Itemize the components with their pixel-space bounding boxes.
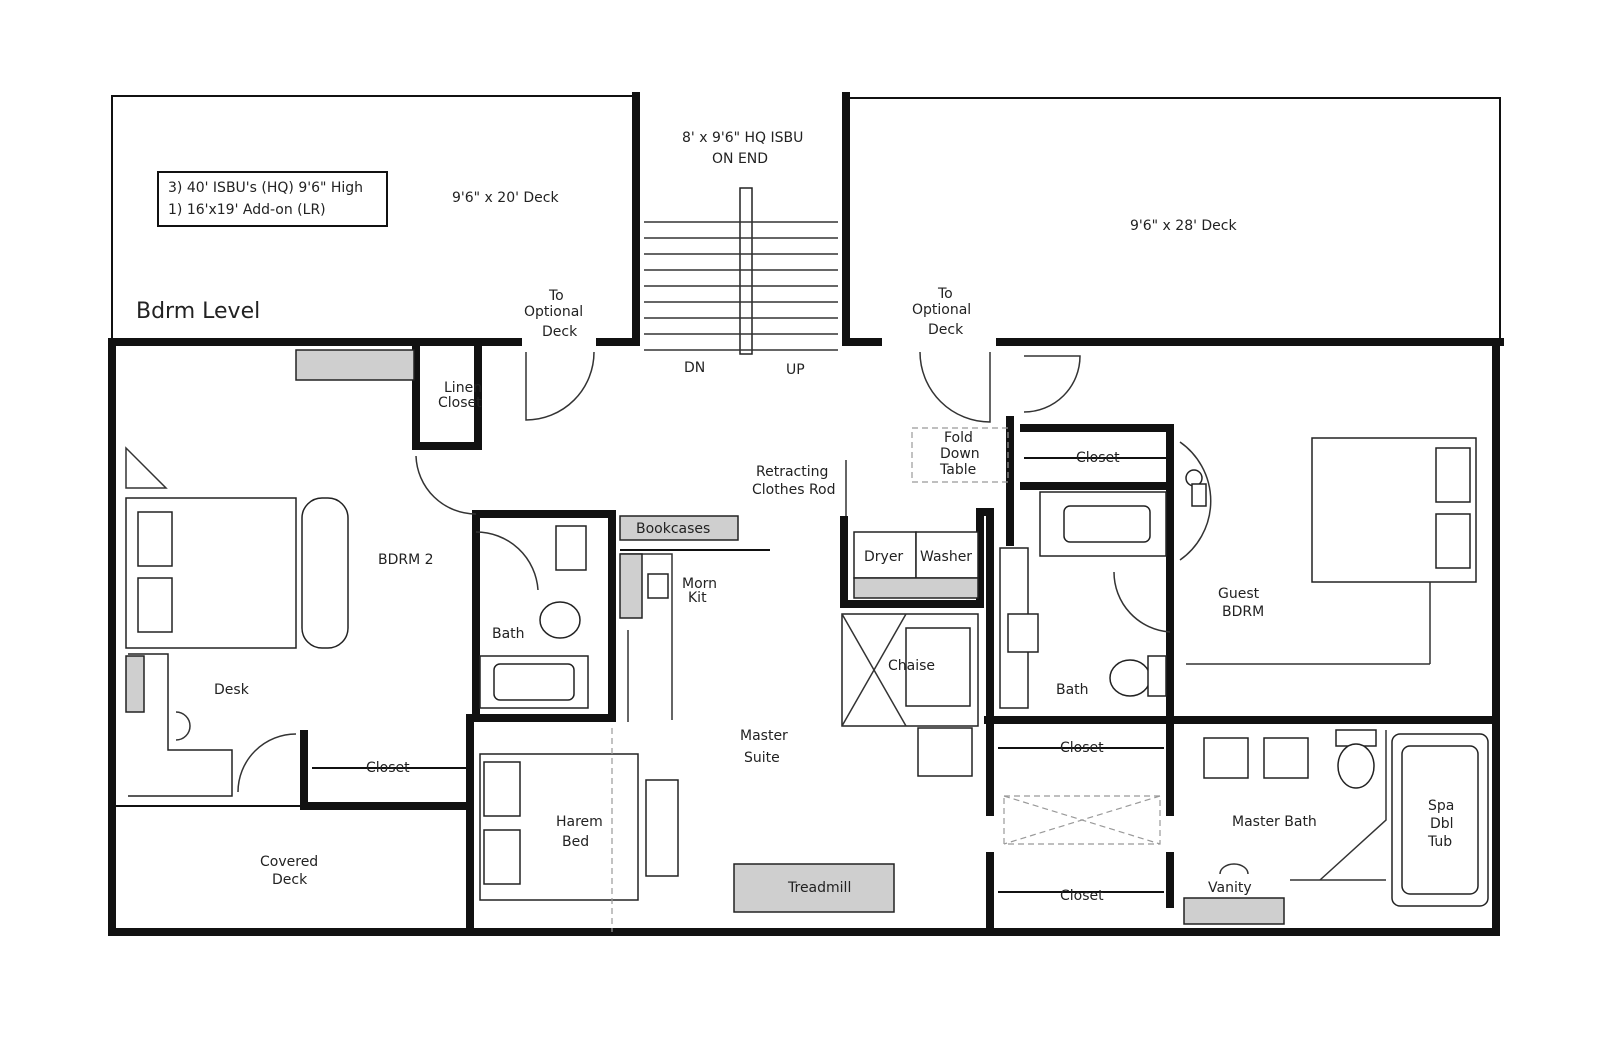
- retract-rod-1: Retracting: [756, 464, 828, 480]
- treadmill: [733, 863, 895, 913]
- bdrm2-closet-label: Closet: [366, 760, 410, 776]
- harem-nightstand: [645, 779, 679, 877]
- morn-kit-counter: [619, 553, 643, 619]
- washer-label: Washer: [920, 549, 972, 565]
- deck-right-label: 9'6" x 28' Deck: [1130, 218, 1237, 234]
- legend-line-2: 1) 16'x19' Add-on (LR): [168, 202, 326, 218]
- dryer-label: Dryer: [864, 549, 903, 565]
- chaise-label: Chaise: [888, 658, 935, 674]
- fold-table-3: Table: [939, 462, 976, 478]
- retract-rod-2: Clothes Rod: [752, 482, 836, 498]
- covered-deck-1: Covered: [260, 854, 318, 870]
- master-closet-label: Closet: [1060, 740, 1104, 756]
- bookcases: [619, 515, 739, 541]
- to-opt-deck-right-1: To: [937, 286, 953, 302]
- bdrm2-bench: [301, 497, 349, 649]
- left-sink: [555, 525, 587, 571]
- master-suite-1: Master: [740, 728, 788, 744]
- stair-treads: [644, 221, 838, 351]
- spa-tub-2: Dbl: [1430, 816, 1454, 832]
- desk-shelf: [125, 655, 145, 713]
- master-bath-label: Master Bath: [1232, 814, 1317, 830]
- harem-bed-1: Harem: [556, 814, 603, 830]
- spa-tub-3: Tub: [1427, 834, 1452, 850]
- deck-outlines: [111, 95, 1501, 342]
- fold-down-table: [911, 427, 1009, 483]
- to-opt-deck-right-2: Optional: [912, 302, 971, 318]
- guest-toilet: [1109, 659, 1151, 697]
- door-swings: [237, 351, 1212, 793]
- furniture: [125, 349, 1489, 932]
- morn-kit-1: Morn: [682, 576, 717, 592]
- stair-handrail: [739, 187, 753, 355]
- to-opt-deck-left-2: Optional: [524, 304, 583, 320]
- master-sink-left: [1203, 737, 1249, 779]
- guest-closet-label: Closet: [1076, 450, 1120, 466]
- stair-label-1: 8' x 9'6" HQ ISBU: [682, 130, 803, 146]
- stair-up: UP: [786, 362, 805, 378]
- closet-dashed: [1003, 795, 1161, 845]
- treadmill-label: Treadmill: [787, 880, 851, 896]
- covered-deck-2: Deck: [272, 872, 308, 888]
- left-bath-label: Bath: [492, 626, 525, 642]
- right-bath-label: Bath: [1056, 682, 1089, 698]
- bottom-closet-label: Closet: [1060, 888, 1104, 904]
- morn-kit-2: Kit: [688, 590, 707, 606]
- guest-bdrm-1: Guest: [1218, 586, 1260, 602]
- stair-dn: DN: [684, 360, 705, 376]
- deck-left-label: 9'6" x 20' Deck: [452, 190, 559, 206]
- stair-label-2: ON END: [712, 151, 768, 167]
- to-opt-deck-left-3: Deck: [542, 324, 578, 340]
- bdrm2-shelf: [295, 349, 415, 381]
- legend-line-1: 3) 40' ISBU's (HQ) 9'6" High: [168, 180, 363, 196]
- spa-tub-1: Spa: [1428, 798, 1454, 814]
- to-opt-deck-right-3: Deck: [928, 322, 964, 338]
- chaise-ottoman: [917, 727, 973, 777]
- legend-box: [157, 171, 388, 227]
- fold-table-2: Down: [940, 446, 980, 462]
- stair-container: [632, 92, 850, 355]
- master-suite-2: Suite: [744, 750, 780, 766]
- plan-title: Bdrm Level: [136, 299, 260, 324]
- desk-label: Desk: [214, 682, 250, 698]
- linen-closet-2: Closet: [438, 395, 482, 411]
- master-sink-right: [1263, 737, 1309, 779]
- vanity-label: Vanity: [1208, 880, 1252, 896]
- fold-table-1: Fold: [944, 430, 973, 446]
- washer: [915, 531, 979, 579]
- bookcases-label: Bookcases: [636, 521, 710, 537]
- interior-walls: [300, 346, 1500, 936]
- vanity-counter: [1183, 897, 1285, 925]
- bdrm2-label: BDRM 2: [378, 552, 434, 568]
- guest-bdrm-2: BDRM: [1222, 604, 1264, 620]
- to-opt-deck-left-1: To: [548, 288, 564, 304]
- left-toilet: [539, 601, 581, 639]
- labels: Bdrm Level 3) 40' ISBU's (HQ) 9'6" High …: [136, 130, 1454, 904]
- master-toilet: [1337, 743, 1375, 789]
- guest-sink: [1007, 613, 1039, 653]
- linen-closet-1: Linen: [444, 380, 482, 396]
- harem-bed-2: Bed: [562, 834, 589, 850]
- dryer: [853, 531, 917, 579]
